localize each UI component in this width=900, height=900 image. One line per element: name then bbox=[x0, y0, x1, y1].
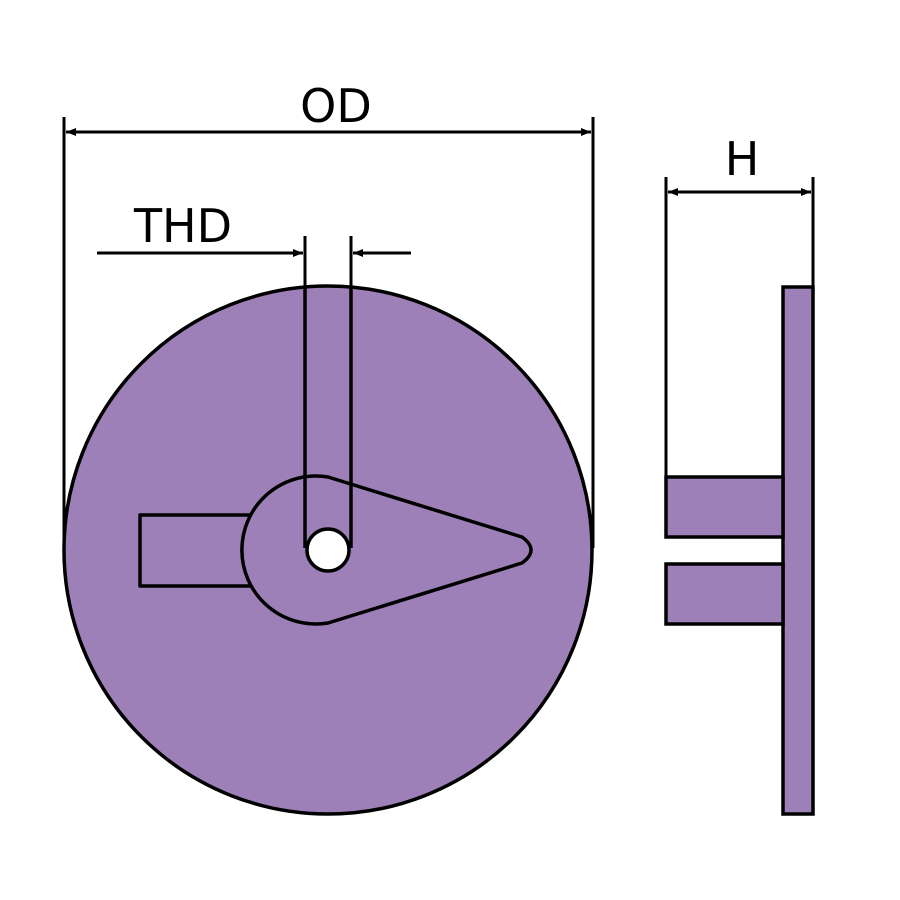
teardrop-hub bbox=[240, 474, 533, 626]
dimension-h: H bbox=[664, 132, 815, 480]
front-view bbox=[62, 284, 594, 816]
thread-slot bbox=[303, 287, 353, 548]
side-boss-lower bbox=[664, 562, 785, 626]
h-label: H bbox=[725, 132, 760, 186]
dimension-thd: THD bbox=[97, 199, 411, 290]
thd-label: THD bbox=[133, 199, 232, 253]
od-label: OD bbox=[300, 79, 372, 133]
side-plate bbox=[781, 285, 815, 816]
side-view bbox=[664, 285, 815, 816]
center-hole bbox=[305, 527, 351, 573]
left-tab bbox=[138, 513, 268, 588]
dimension-od: OD bbox=[62, 79, 595, 548]
side-boss-upper bbox=[664, 475, 785, 539]
